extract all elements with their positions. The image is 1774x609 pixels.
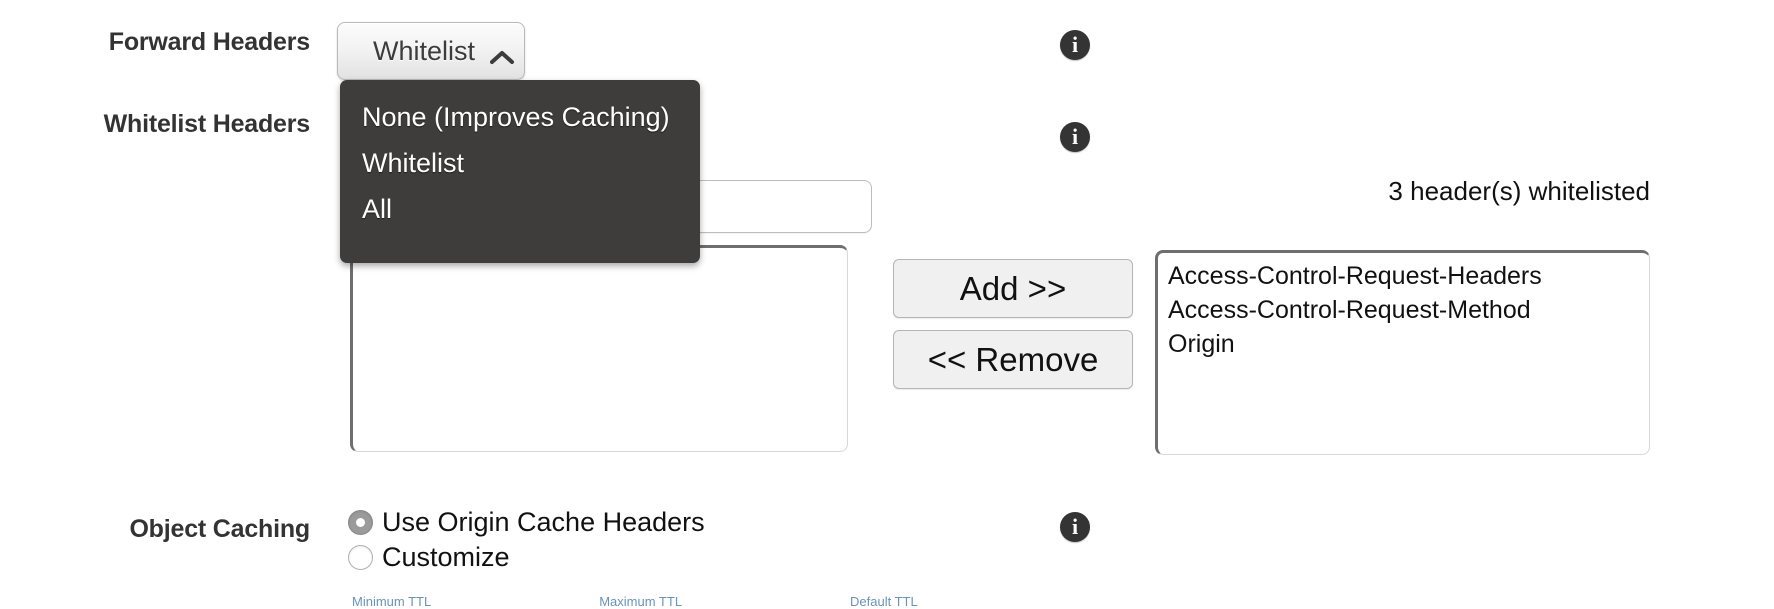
forward-headers-select[interactable]: Whitelist	[337, 22, 525, 80]
object-caching-label: Object Caching	[129, 515, 310, 543]
remove-button[interactable]: << Remove	[893, 330, 1133, 389]
minimum-ttl-link[interactable]: Minimum TTL	[352, 594, 432, 609]
radio-selected-icon[interactable]	[348, 510, 373, 535]
ttl-links-row: Minimum TTL Maximum TTL Default TTL	[352, 594, 918, 609]
dropdown-option-none[interactable]: None (Improves Caching)	[362, 102, 670, 132]
default-ttl-link[interactable]: Default TTL	[850, 594, 918, 609]
object-caching-radio-group: Use Origin Cache Headers Customize	[348, 505, 705, 575]
list-item[interactable]: Access-Control-Request-Method	[1168, 296, 1531, 324]
list-item[interactable]: Access-Control-Request-Headers	[1168, 262, 1542, 290]
whitelisted-count-status: 3 header(s) whitelisted	[1388, 176, 1650, 206]
forward-headers-dropdown-menu[interactable]: None (Improves Caching) Whitelist All	[340, 80, 700, 263]
radio-unselected-icon[interactable]	[348, 545, 373, 570]
info-icon-whitelist-headers[interactable]: i	[1060, 122, 1090, 152]
radio-label-customize: Customize	[382, 542, 510, 572]
forward-headers-label: Forward Headers	[108, 28, 310, 56]
radio-use-origin-cache-headers[interactable]: Use Origin Cache Headers	[348, 505, 705, 540]
whitelist-headers-label: Whitelist Headers	[103, 110, 311, 138]
dropdown-option-whitelist[interactable]: Whitelist	[362, 148, 465, 178]
info-icon-object-caching[interactable]: i	[1060, 512, 1090, 542]
list-item[interactable]: Origin	[1168, 330, 1235, 358]
dropdown-option-all[interactable]: All	[362, 194, 393, 224]
radio-label-use-origin-cache-headers: Use Origin Cache Headers	[382, 507, 705, 537]
maximum-ttl-link[interactable]: Maximum TTL	[599, 594, 683, 609]
whitelisted-headers-listbox[interactable]: Access-Control-Request-Headers Access-Co…	[1155, 250, 1650, 455]
forward-headers-select-value: Whitelist	[372, 35, 475, 66]
available-headers-listbox[interactable]	[350, 245, 848, 452]
info-icon-forward-headers[interactable]: i	[1060, 30, 1090, 60]
radio-customize[interactable]: Customize	[348, 540, 705, 575]
add-button[interactable]: Add >>	[893, 259, 1133, 318]
